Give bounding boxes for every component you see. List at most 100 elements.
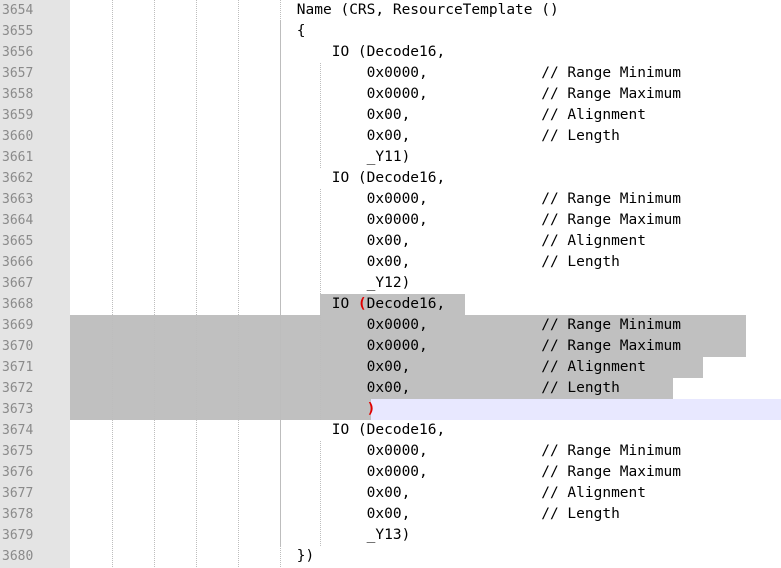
code-line-text: 0x00, // Alignment xyxy=(0,485,647,501)
code-line[interactable]: _Y13) xyxy=(70,525,781,546)
indent-guide xyxy=(112,0,113,567)
line-number: 3674 xyxy=(2,423,34,438)
code-line[interactable]: IO (Decode16, xyxy=(70,420,781,441)
indent-guide xyxy=(196,0,197,567)
line-number: 3663 xyxy=(2,192,34,207)
code-line-text: _Y12) xyxy=(0,275,411,291)
line-number: 3672 xyxy=(2,381,34,396)
line-number: 3678 xyxy=(2,507,34,522)
code-line-text: IO (Decode16, xyxy=(0,422,446,438)
line-number: 3677 xyxy=(2,486,34,501)
line-number: 3671 xyxy=(2,360,34,375)
code-line[interactable]: 0x0000, // Range Minimum xyxy=(70,63,781,84)
selection-highlight xyxy=(70,315,746,336)
code-line-text: 0x00, // Length xyxy=(0,380,620,396)
code-line-text: _Y13) xyxy=(0,527,411,543)
line-number: 3679 xyxy=(2,528,34,543)
code-line-text: 0x0000, // Range Maximum xyxy=(0,86,681,102)
code-line[interactable]: 0x0000, // Range Minimum xyxy=(70,315,781,336)
code-line-text: 0x00, // Length xyxy=(0,506,620,522)
line-number-gutter[interactable]: 3654 3655 3656 3657 3658 3659 3660 3661 3662 3663… xyxy=(0,0,70,568)
code-line-text: 0x0000, // Range Maximum xyxy=(0,338,681,354)
line-number: 3666 xyxy=(2,255,34,270)
line-number: 3658 xyxy=(2,87,34,102)
code-line[interactable]: 0x0000, // Range Maximum xyxy=(70,84,781,105)
code-line-text: _Y11) xyxy=(0,149,411,165)
line-number: 3670 xyxy=(2,339,34,354)
line-number: 3680 xyxy=(2,549,34,564)
indent-guide xyxy=(238,0,239,567)
line-number: 3655 xyxy=(2,24,34,39)
code-line[interactable]: 0x00, // Length xyxy=(70,504,781,525)
code-line-text: { xyxy=(0,23,306,39)
line-number: 3662 xyxy=(2,171,34,186)
indent-guide xyxy=(320,441,321,546)
code-line[interactable]: }) xyxy=(70,546,781,567)
code-line[interactable]: 0x00, // Length xyxy=(70,252,781,273)
code-line[interactable]: IO (Decode16, xyxy=(70,42,781,63)
code-line[interactable]: 0x0000, // Range Minimum xyxy=(70,189,781,210)
code-line-text: IO (Decode16, xyxy=(0,296,446,312)
code-line[interactable]: 0x00, // Alignment xyxy=(70,357,781,378)
indent-guide xyxy=(320,315,321,420)
line-number: 3673 xyxy=(2,402,34,417)
code-line-text: IO (Decode16, xyxy=(0,170,446,186)
code-line[interactable]: { xyxy=(70,21,781,42)
code-line[interactable]: 0x0000, // Range Minimum xyxy=(70,441,781,462)
line-number: 3660 xyxy=(2,129,34,144)
line-number: 3659 xyxy=(2,108,34,123)
code-line-text: 0x00, // Length xyxy=(0,128,620,144)
indent-guide xyxy=(280,21,281,546)
code-line[interactable]: 0x0000, // Range Maximum xyxy=(70,210,781,231)
matched-bracket: ( xyxy=(357,296,367,312)
code-line[interactable]: _Y12) xyxy=(70,273,781,294)
code-line[interactable]: ) xyxy=(70,399,781,420)
line-number: 3665 xyxy=(2,234,34,249)
selection-highlight xyxy=(320,294,465,315)
indent-guide xyxy=(320,63,321,168)
matched-bracket: ) xyxy=(366,401,376,417)
line-number: 3676 xyxy=(2,465,34,480)
code-line[interactable]: 0x00, // Length xyxy=(70,378,781,399)
code-line[interactable]: Name (CRS, ResourceTemplate () xyxy=(70,0,781,21)
selection-highlight xyxy=(70,357,703,378)
code-line-text: IO (Decode16, xyxy=(0,44,446,60)
line-number: 3675 xyxy=(2,444,34,459)
code-line-text: 0x0000, // Range Maximum xyxy=(0,212,681,228)
code-line[interactable]: 0x00, // Alignment xyxy=(70,105,781,126)
selection-highlight xyxy=(70,399,371,420)
code-line[interactable]: 0x00, // Length xyxy=(70,126,781,147)
code-line-text: Name (CRS, ResourceTemplate () xyxy=(0,2,559,18)
code-line[interactable]: 0x00, // Alignment xyxy=(70,483,781,504)
line-number: 3661 xyxy=(2,150,34,165)
code-line-text: 0x00, // Alignment xyxy=(0,359,647,375)
code-line-text: 0x0000, // Range Minimum xyxy=(0,65,681,81)
code-line[interactable]: _Y11) xyxy=(70,147,781,168)
code-area[interactable]: Name (CRS, ResourceTemplate () { IO (Dec… xyxy=(70,0,781,568)
code-line[interactable]: 0x0000, // Range Maximum xyxy=(70,462,781,483)
code-line[interactable]: 0x00, // Alignment xyxy=(70,231,781,252)
code-line-text: 0x0000, // Range Minimum xyxy=(0,191,681,207)
line-number: 3667 xyxy=(2,276,34,291)
line-number: 3657 xyxy=(2,66,34,81)
line-number: 3668 xyxy=(2,297,34,312)
code-line-text: 0x0000, // Range Minimum xyxy=(0,317,681,333)
code-line-text: 0x0000, // Range Maximum xyxy=(0,464,681,480)
code-line-text: 0x00, // Length xyxy=(0,254,620,270)
code-line-text: 0x0000, // Range Minimum xyxy=(0,443,681,459)
line-number: 3656 xyxy=(2,45,34,60)
selection-highlight xyxy=(70,336,746,357)
indent-guide xyxy=(320,189,321,294)
line-number: 3654 xyxy=(2,3,34,18)
indent-guide xyxy=(154,0,155,567)
line-number: 3664 xyxy=(2,213,34,228)
code-line-text: 0x00, // Alignment xyxy=(0,233,647,249)
code-line[interactable]: IO (Decode16, xyxy=(70,168,781,189)
code-line[interactable]: IO (Decode16, xyxy=(70,294,781,315)
code-line[interactable]: 0x0000, // Range Maximum xyxy=(70,336,781,357)
code-line-text: }) xyxy=(0,548,315,564)
line-number: 3669 xyxy=(2,318,34,333)
code-line-text: 0x00, // Alignment xyxy=(0,107,647,123)
code-line-text: ) xyxy=(0,399,376,420)
